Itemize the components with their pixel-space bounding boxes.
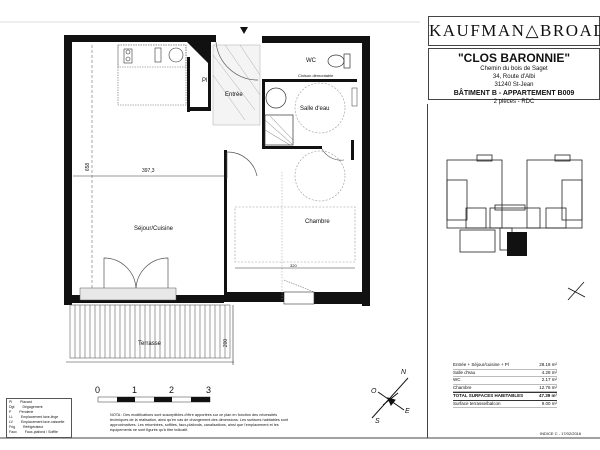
dim-sejour-width: 397,3	[142, 168, 155, 174]
scale-label-0: 0	[95, 385, 101, 395]
room-label-terrasse: Terrasse	[138, 341, 162, 347]
interior-walls	[187, 42, 357, 292]
project-info-box: "CLOS BARONNIE" Chemin du bois de Saget …	[428, 48, 600, 105]
room-label-sejour: Séjour/Cuisine	[134, 226, 174, 232]
nota-disclaimer: NOTA : Des modifications sont susceptibl…	[110, 413, 289, 432]
apartment-id: BÂTIMENT B - APPARTEMENT B009	[453, 90, 575, 97]
address-line-3: 31240 St-Jean	[494, 82, 534, 88]
compass-north: N	[401, 369, 407, 376]
room-label-entree: Entrée	[225, 92, 243, 98]
room-label-salle-eau: Salle d'eau	[300, 106, 330, 112]
scale-bar	[97, 396, 211, 403]
kitchen-counter	[117, 44, 187, 106]
dim-sejour-height: 658	[85, 162, 92, 172]
room-label-placard: Pl	[202, 78, 208, 84]
key-plan-compass	[567, 281, 586, 301]
address-line-2: 34, Route d'Albi	[492, 74, 536, 80]
address-line-1: Chemin du bois de Saget	[480, 66, 548, 72]
compass	[371, 377, 409, 419]
dim-chambre-width: 320	[290, 263, 297, 268]
entrance-hatch	[212, 44, 261, 126]
room-label-chambre: Chambre	[305, 219, 330, 225]
revision-index: INDICE C - 17/02/2016	[540, 431, 582, 436]
dim-terrasse-depth: 200	[223, 338, 230, 348]
compass-east: E	[405, 408, 410, 415]
compass-west: O	[371, 388, 377, 395]
scale-label-2: 2	[169, 385, 175, 395]
compass-south: S	[375, 418, 380, 425]
terrace-deck	[69, 304, 231, 359]
scale-label-1: 1	[132, 385, 138, 395]
scale-label-3: 3	[206, 385, 212, 395]
brand-logo: KAUFMAN△BROAD	[428, 16, 600, 46]
key-plan-building	[446, 154, 583, 253]
right-panel-frame	[427, 104, 600, 438]
apartment-type: 2 pièces - RDC	[493, 99, 535, 105]
project-name: "CLOS BARONNIE"	[457, 51, 571, 65]
label-cloison: Cloison démontable	[298, 73, 334, 78]
room-label-wc: WC	[306, 58, 316, 64]
